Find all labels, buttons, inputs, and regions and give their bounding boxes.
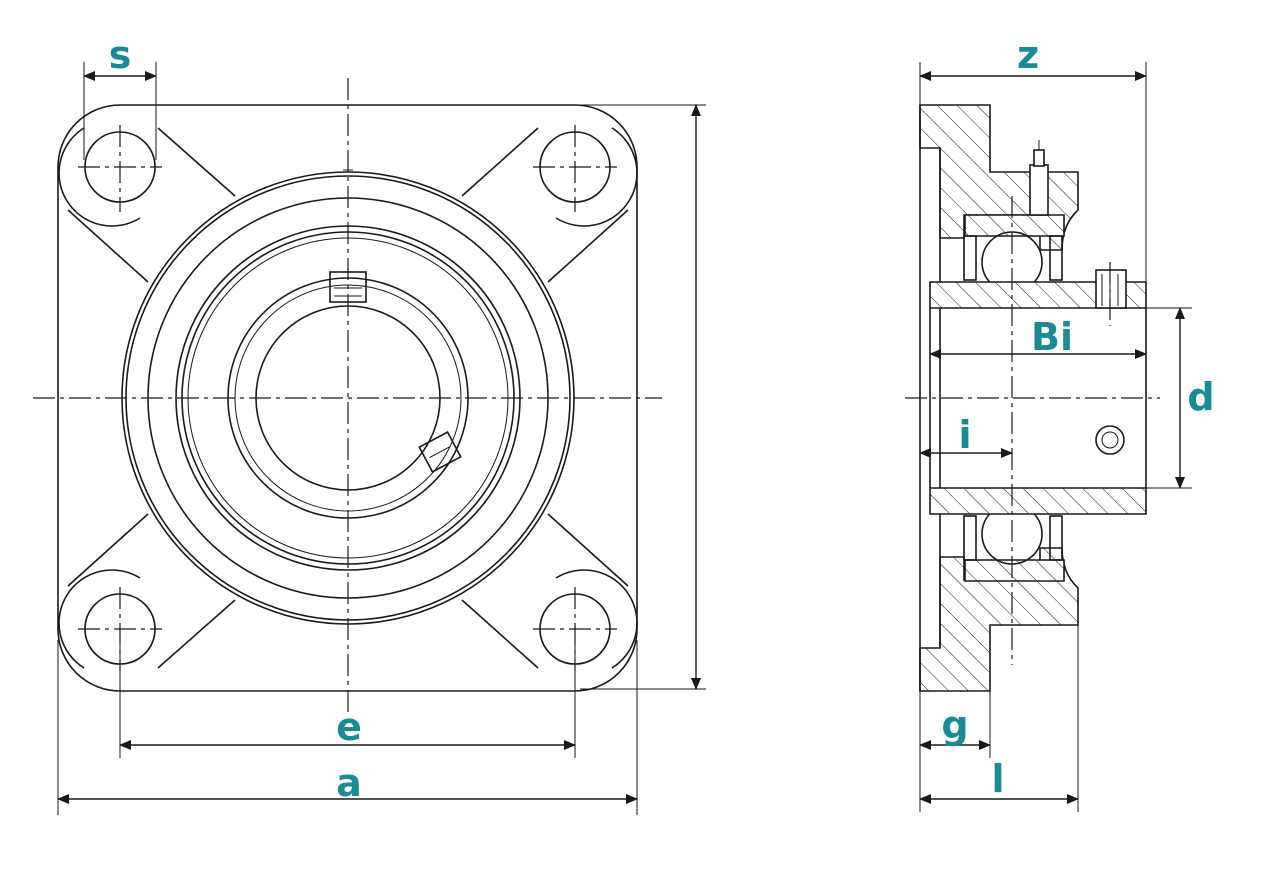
grease-nipple: [1029, 140, 1049, 216]
side-section-view: [905, 62, 1192, 812]
front-extension-lines: [57, 62, 706, 815]
lug-ribs: [58, 127, 638, 669]
label-bi: Bi: [1031, 315, 1073, 359]
label-z: z: [1017, 33, 1039, 77]
inner-ring-hole: [1095, 425, 1125, 455]
set-screw-section: [1095, 269, 1127, 309]
inner-ring-bottom: [929, 487, 1147, 515]
front-centerlines: [33, 78, 662, 712]
side-centerlines: [905, 196, 1160, 665]
label-a: a: [336, 761, 362, 805]
front-view: [33, 62, 706, 815]
dimension-labels: s z Bi d i e a g l: [109, 33, 1215, 805]
bolt-hole-centerlines: [78, 125, 617, 671]
label-d: d: [1187, 375, 1214, 419]
outer-ring-bottom: [964, 559, 1065, 582]
label-s: s: [109, 33, 132, 77]
seals: [963, 235, 1063, 561]
label-g: g: [941, 703, 968, 747]
set-screw-side: [418, 431, 462, 473]
label-e: e: [336, 705, 362, 749]
label-l: l: [991, 757, 1004, 801]
label-i: i: [958, 413, 971, 457]
